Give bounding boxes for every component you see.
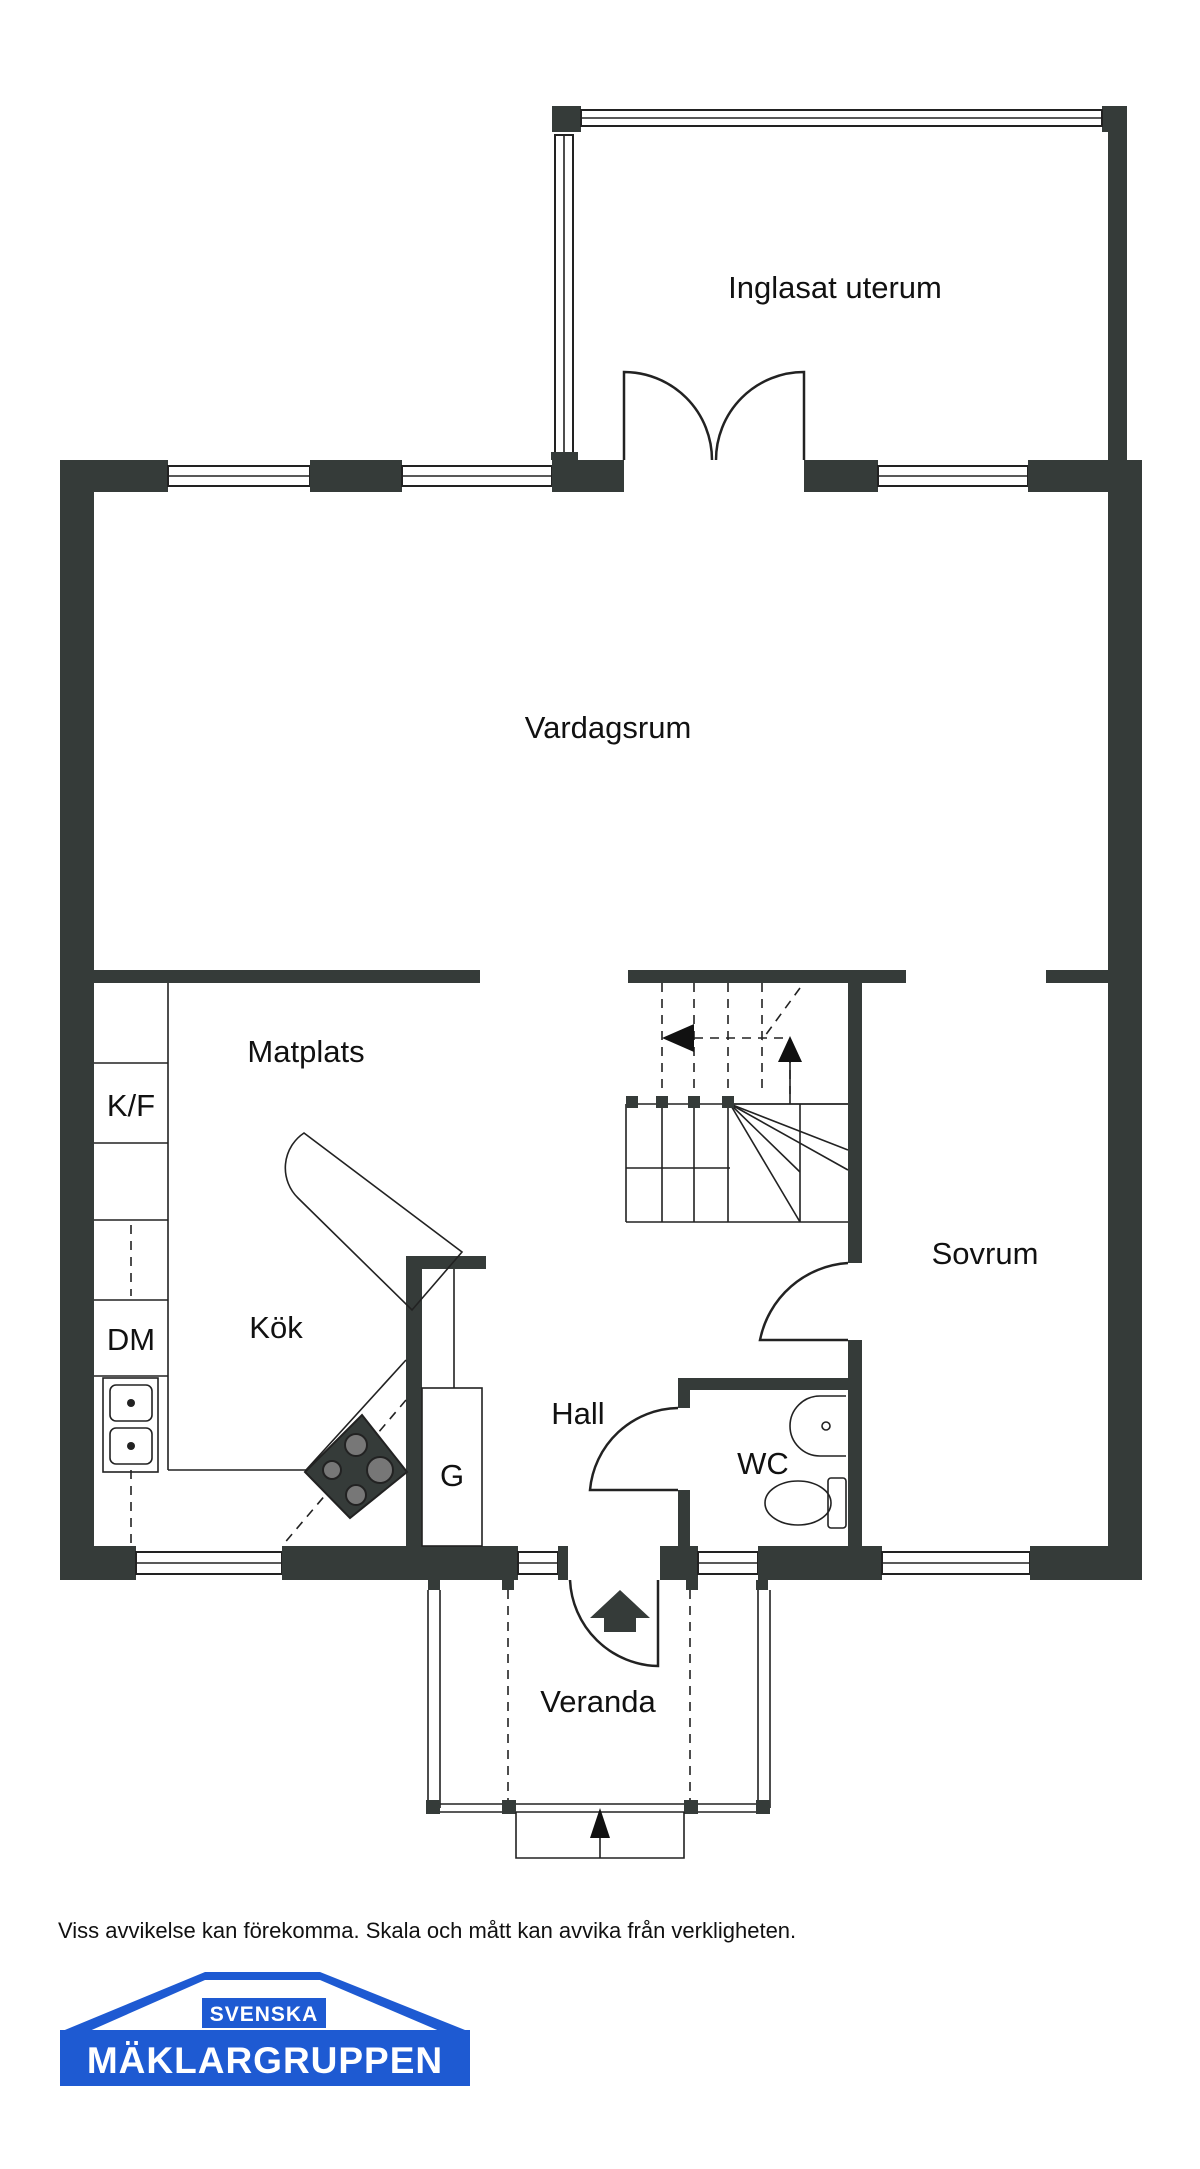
label-sovrum: Sovrum: [932, 1236, 1039, 1271]
wc-fixtures: [764, 1395, 847, 1529]
label-hall: Hall: [551, 1396, 604, 1431]
sunroom-doors[interactable]: [622, 370, 806, 461]
label-kok: Kök: [249, 1310, 303, 1345]
label-matplats: Matplats: [247, 1034, 364, 1069]
kitchen-counter: [94, 983, 464, 1547]
label-veranda: Veranda: [540, 1684, 656, 1719]
staircase: [625, 983, 849, 1223]
bedroom-door[interactable]: [758, 1261, 849, 1342]
outer-walls: [60, 460, 1142, 1580]
front-door[interactable]: [568, 1579, 660, 1668]
label-wc: WC: [737, 1446, 789, 1481]
label-vardagsrum: Vardagsrum: [525, 710, 692, 745]
sunroom: [551, 106, 1127, 460]
logo-svenska: SVENSKA: [210, 2003, 319, 2026]
label-inglasat-uterum: Inglasat uterum: [728, 270, 942, 305]
label-dm: DM: [107, 1322, 155, 1357]
wardrobe: [421, 1269, 483, 1547]
label-kf: K/F: [107, 1088, 155, 1123]
logo-maklargruppen: MÄKLARGRUPPEN: [87, 2040, 443, 2081]
label-g: G: [440, 1458, 464, 1493]
maklargruppen-logo: SVENSKA MÄKLARGRUPPEN: [60, 1972, 470, 2086]
wc-door[interactable]: [588, 1406, 679, 1492]
interior-walls: [94, 970, 1108, 1546]
veranda: [426, 1580, 771, 1859]
disclaimer-text: Viss avvikelse kan förekomma. Skala och …: [58, 1918, 797, 1943]
